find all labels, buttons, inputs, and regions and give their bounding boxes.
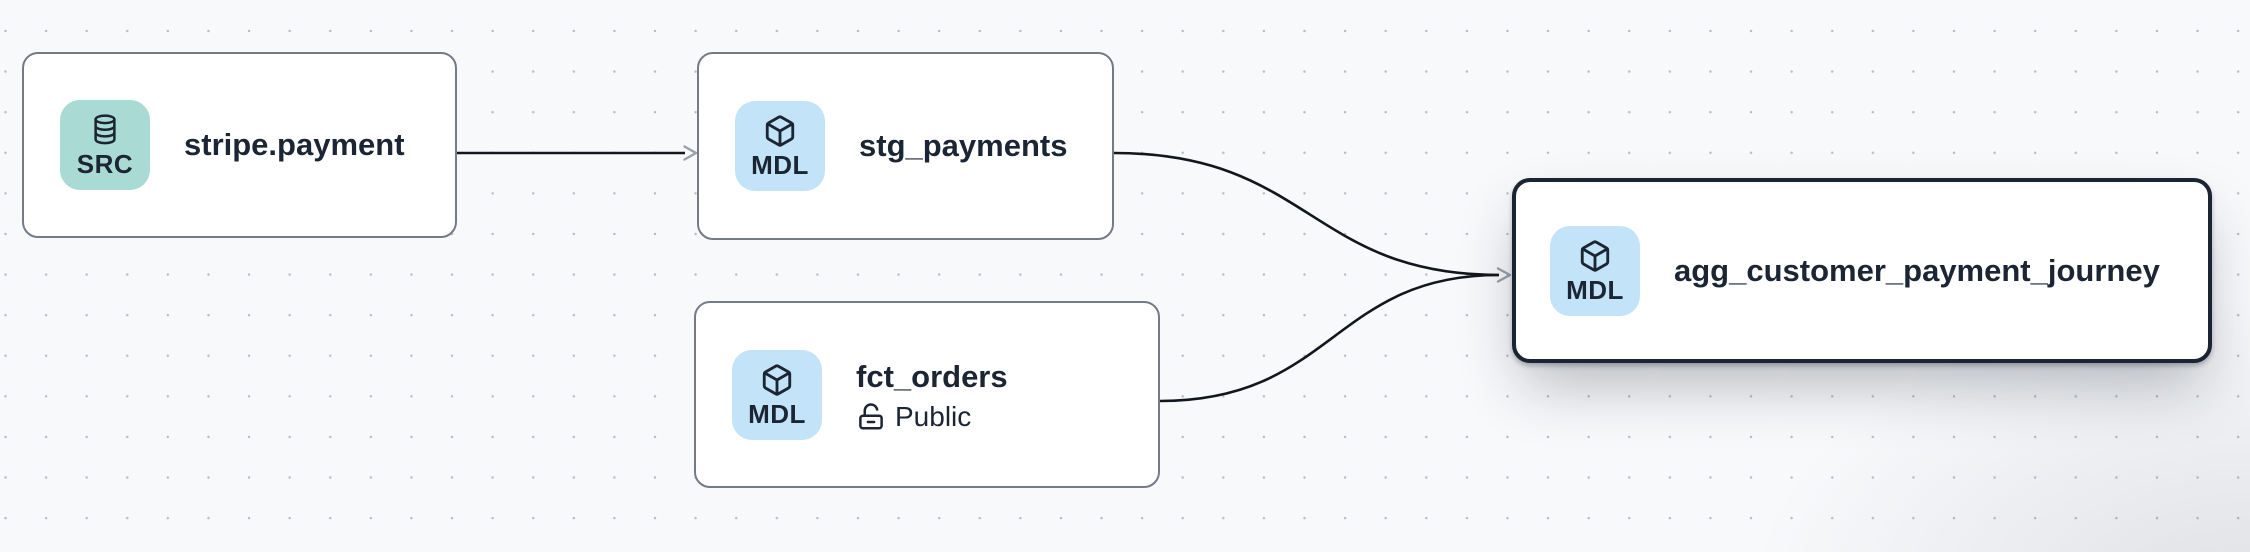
badge-label: SRC: [76, 149, 134, 179]
cube-icon: [1580, 239, 1610, 272]
model-badge: MDL: [735, 101, 825, 191]
database-icon: [94, 114, 116, 145]
edge-fct-orders-to-agg: [1159, 273, 1500, 403]
node-stripe-payment[interactable]: SRC stripe.payment: [22, 52, 457, 238]
source-badge: SRC: [60, 100, 150, 190]
cube-icon: [762, 363, 792, 396]
node-title: stripe.payment: [184, 127, 405, 162]
arrowhead-icon: [683, 145, 698, 161]
node-agg-customer-payment-journey[interactable]: MDL agg_customer_payment_journey: [1512, 178, 2212, 363]
model-badge: MDL: [1550, 225, 1640, 316]
access-row: Public: [856, 400, 1008, 432]
node-title: agg_customer_payment_journey: [1674, 252, 2160, 288]
badge-label: MDL: [748, 398, 806, 429]
edge-stg-payments-to-agg: [1113, 151, 1500, 277]
model-badge: MDL: [732, 349, 822, 440]
node-stg-payments[interactable]: MDL stg_payments: [697, 52, 1114, 240]
cube-icon: [765, 115, 795, 147]
node-title: stg_payments: [859, 128, 1068, 163]
node-fct-orders[interactable]: MDL fct_orders Public: [694, 301, 1160, 488]
node-title: fct_orders: [856, 358, 1008, 394]
badge-label: MDL: [751, 150, 809, 180]
arrowhead-icon: [1496, 267, 1512, 283]
unlock-icon: [859, 402, 883, 429]
access-label: Public: [895, 400, 972, 432]
badge-label: MDL: [1566, 274, 1624, 305]
